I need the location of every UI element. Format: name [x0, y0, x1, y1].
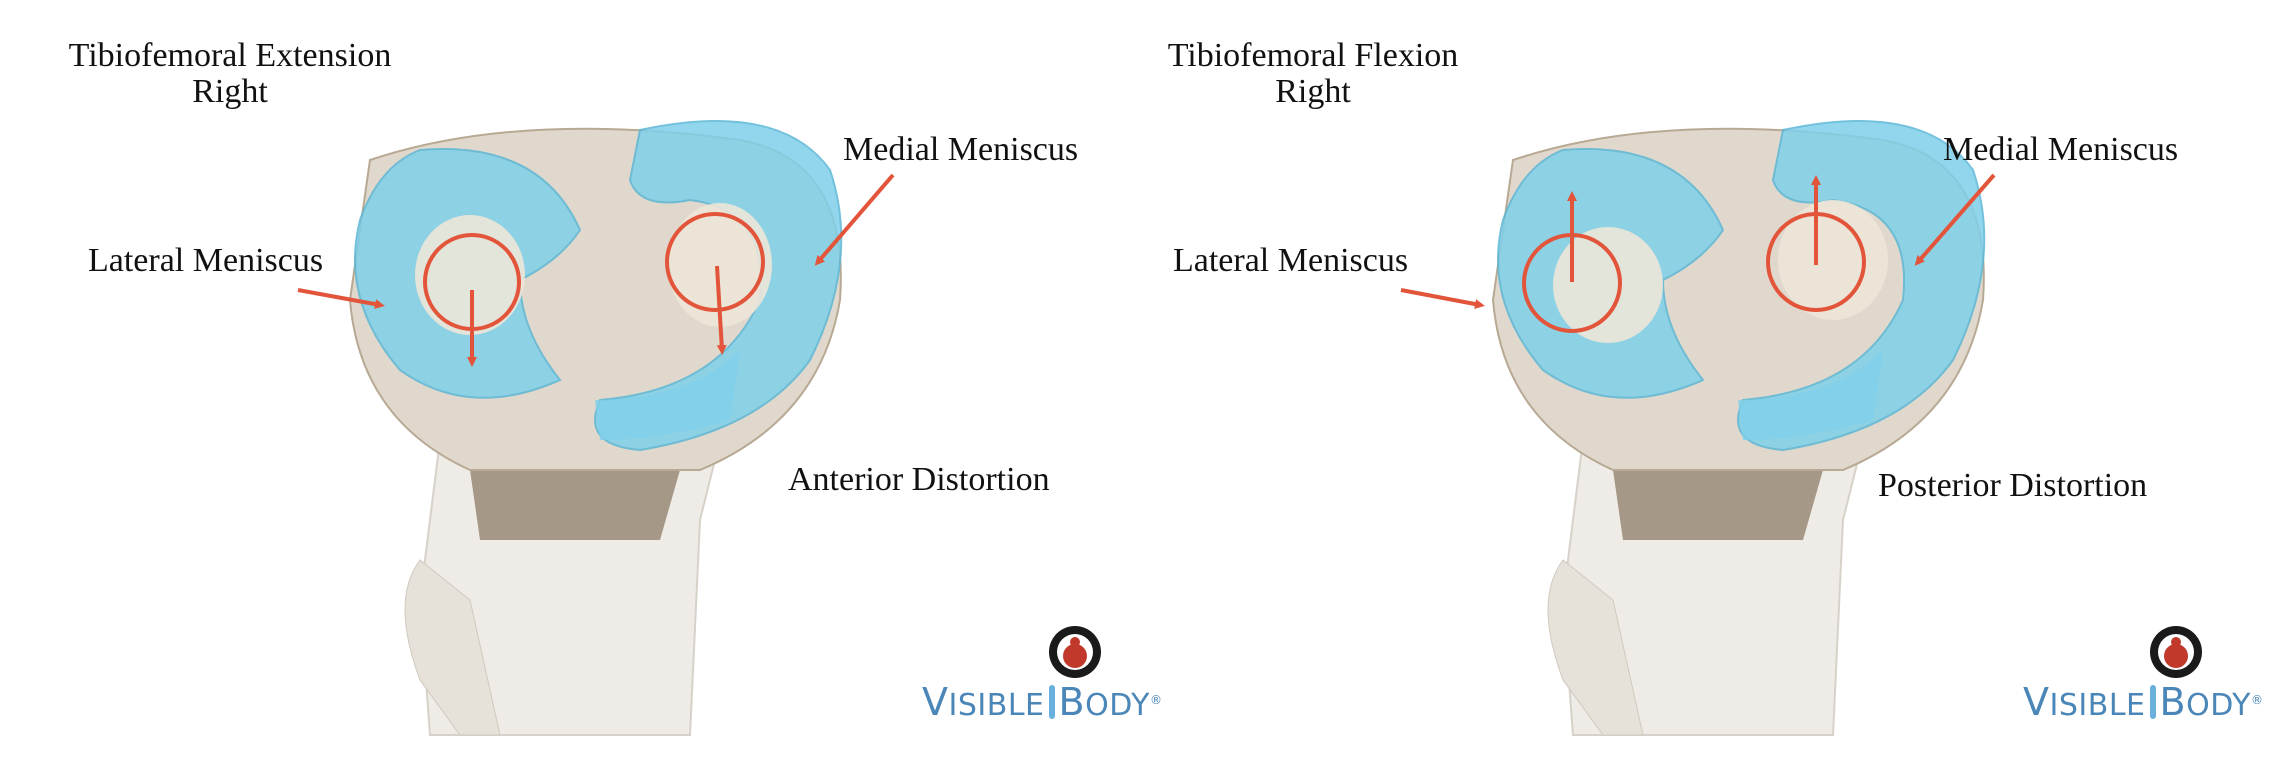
title-line-1: Tibiofemoral Extension	[68, 37, 392, 74]
medial-contact-circle	[665, 212, 765, 312]
knee-extension-illustration	[297, 120, 1101, 736]
distortion-label: Anterior Distortion	[788, 461, 1050, 498]
medial-meniscus	[1737, 120, 1986, 452]
medial-arrow	[715, 265, 727, 355]
flexion-panel: Tibiofemoral Flexion Right Lateral Menis…	[1143, 0, 2286, 774]
lateral-meniscus-label: Lateral Meniscus	[88, 242, 324, 279]
title-line-1: Tibiofemoral Flexion	[1167, 37, 1459, 74]
title-line-2: Right	[192, 72, 268, 110]
panel-title: Tibiofemoral Flexion Right	[1163, 38, 1463, 109]
lateral-pointer-arrow	[1400, 288, 1485, 309]
extension-panel: Tibiofemoral Extension Right Lateral Men…	[60, 38, 1162, 736]
medial-meniscus-label: Medial Meniscus	[1943, 131, 2179, 168]
brand-separator-icon	[2149, 685, 2156, 719]
visible-body-logo-icon	[1049, 626, 1101, 678]
distortion-label: Posterior Distortion	[1878, 467, 2148, 504]
medial-pointer-arrow	[1914, 173, 1996, 266]
visible-body-logo-icon	[2150, 626, 2202, 678]
lateral-pointer-arrow	[297, 288, 385, 310]
medial-pointer-arrow	[814, 173, 895, 266]
knee-flexion-illustration	[1400, 120, 2202, 736]
medial-meniscus-label: Medial Meniscus	[843, 131, 1079, 168]
panel-title: Tibiofemoral Extension Right	[60, 38, 400, 109]
brand-separator-icon	[1048, 685, 1055, 719]
lateral-meniscus-label: Lateral Meniscus	[1173, 242, 1409, 279]
title-line-2: Right	[1275, 72, 1351, 110]
